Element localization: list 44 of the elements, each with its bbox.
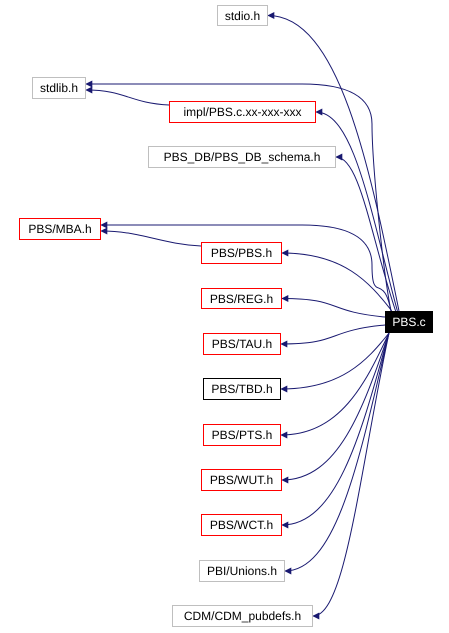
header-file-box [201,514,282,536]
arrow [315,110,398,312]
file-name: PBS/TBD.h [211,383,273,395]
file-name: stdlib.h [40,82,78,94]
header-file-box [19,218,101,240]
file-name: PBS/PBS.h [210,247,272,259]
header-file-box [172,605,313,627]
header-file-box [201,242,282,264]
arrow [267,13,400,312]
header-file-box [217,5,268,26]
arrow [280,324,386,348]
arrow [281,250,392,312]
file-name: PBI/Unions.h [206,565,278,577]
arrow [281,332,390,528]
header-file-box [203,378,281,400]
file-name: impl/PBS.c.xx-xxx-xxx [183,106,302,118]
file-name: stdio.h [224,10,260,22]
header-file-box [201,288,282,309]
arrow [280,332,390,392]
header-file-box [148,146,336,168]
arrow [335,155,396,312]
header-file-box [199,560,285,582]
file-name: PBS.c [392,316,426,328]
arrow [85,86,170,106]
header-file-box [201,469,282,491]
header-file-box [169,101,316,123]
file-name: PBS/WCT.h [210,519,274,531]
file-name: PBS/WUT.h [210,474,274,486]
file-name: PBS_DB/PBS_DB_schema.h [164,151,320,163]
file-name: PBS/TAU.h [212,338,272,350]
arrow [280,332,390,438]
arrow [100,222,392,312]
file-name: CDM/CDM_pubdefs.h [184,610,302,622]
header-file-box [32,77,86,99]
file-name: PBS/REG.h [210,292,274,304]
header-file-box [203,333,281,355]
arrow [281,295,386,318]
file-name: PBS/MBA.h [28,223,92,235]
arrow [100,228,202,246]
arrow [312,332,390,618]
file-name: PBS/PTS.h [212,429,272,441]
source-file-box [385,311,433,333]
header-file-box [203,424,281,446]
arrow [281,332,390,483]
